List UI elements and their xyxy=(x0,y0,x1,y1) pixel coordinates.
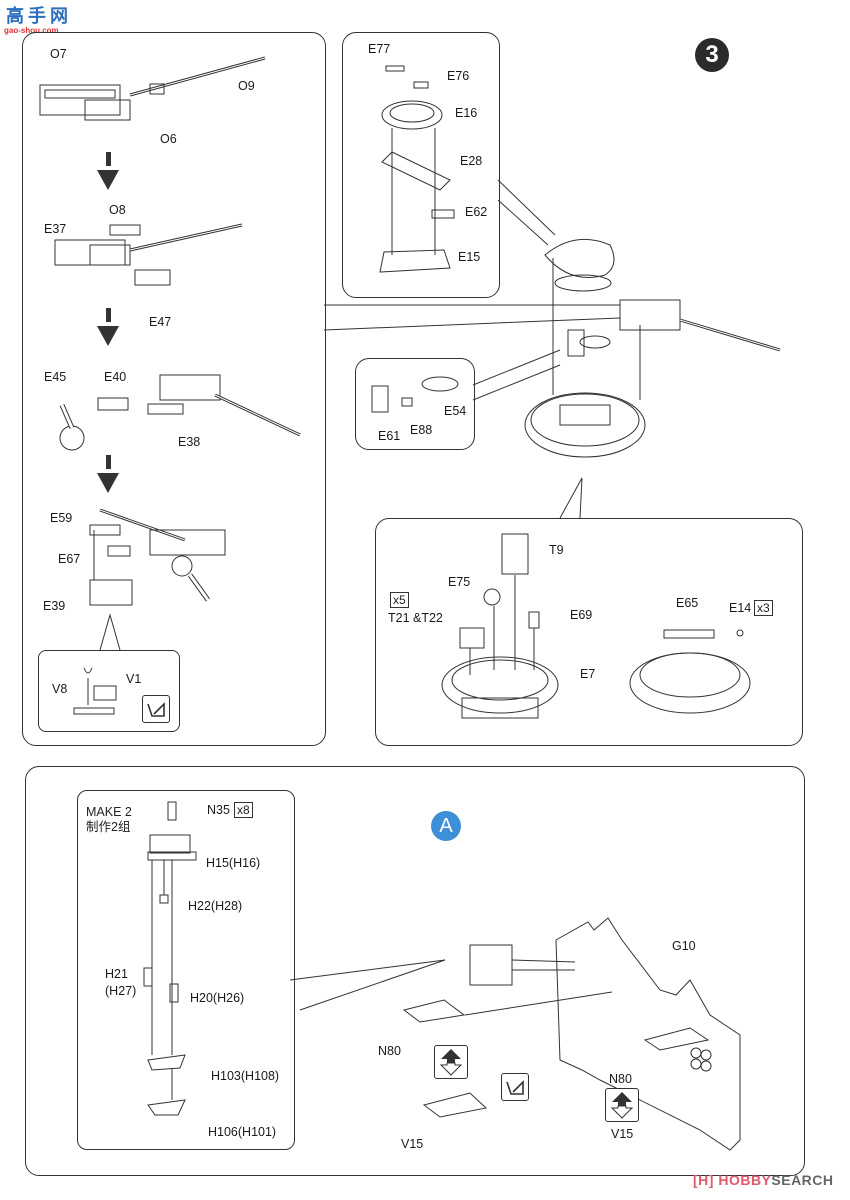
part-label: E54 xyxy=(444,404,467,418)
left-gun-assembly-panel xyxy=(22,32,326,746)
part-label: (H27) xyxy=(105,984,137,998)
part-label: G10 xyxy=(672,939,696,953)
part-label: N35 xyxy=(207,803,230,817)
part-label: E7 xyxy=(580,667,596,681)
make-note-cn: 制作2组 xyxy=(86,820,131,834)
callout-line xyxy=(323,317,621,331)
part-label: V8 xyxy=(52,682,68,696)
part-label: E69 xyxy=(570,608,593,622)
part-label: E67 xyxy=(58,552,81,566)
hatch-assembly-panel xyxy=(342,32,500,298)
part-label: E45 xyxy=(44,370,67,384)
part-label: V15 xyxy=(611,1127,634,1141)
callout-line xyxy=(497,179,556,236)
part-label: E14 xyxy=(729,601,752,615)
part-label: E15 xyxy=(458,250,481,264)
callout-line xyxy=(99,613,121,651)
part-label: E16 xyxy=(455,106,478,120)
hatch-parts xyxy=(379,65,455,273)
flip-part-icon xyxy=(434,1045,468,1079)
part-label: E39 xyxy=(43,599,66,613)
step-number-badge: 3 xyxy=(695,38,729,72)
cut-remove-icon xyxy=(142,695,170,723)
part-label: O8 xyxy=(109,203,126,217)
part-label: N80 xyxy=(609,1072,632,1086)
hull-side-part xyxy=(402,917,741,1151)
hobbysearch-brand-a: HOBBY xyxy=(718,1172,772,1188)
part-label: H103(H108) xyxy=(211,1069,280,1083)
part-label: O9 xyxy=(238,79,255,93)
part-label: H21 xyxy=(105,967,128,981)
part-label: V15 xyxy=(401,1137,424,1151)
turret-assembly xyxy=(524,238,781,458)
part-label: E76 xyxy=(447,69,470,83)
quantity-badge: x8 xyxy=(234,802,253,818)
part-label: E28 xyxy=(460,154,483,168)
part-label: E59 xyxy=(50,511,73,525)
part-label: H15(H16) xyxy=(206,856,261,870)
watermark-url: gao-shou.com xyxy=(4,26,59,35)
hobbysearch-brand-b: SEARCH xyxy=(771,1172,834,1188)
part-label: E37 xyxy=(44,222,67,236)
mount-assembly-panel xyxy=(355,358,475,450)
hobbysearch-mark: [H] xyxy=(693,1172,714,1188)
gun-assembly-part-3 xyxy=(59,374,301,451)
part-label: T21 &T22 xyxy=(388,611,443,625)
gun-receiver-part-2 xyxy=(54,223,243,286)
part-label: H20(H26) xyxy=(190,991,245,1005)
gun-assembly-part-4 xyxy=(89,508,226,606)
callout-line xyxy=(472,349,561,386)
callout-line xyxy=(289,959,446,1011)
part-label: E75 xyxy=(448,575,471,589)
step-arrows xyxy=(97,152,119,493)
part-label: T9 xyxy=(549,543,564,557)
part-label: E40 xyxy=(104,370,127,384)
ring-assembly-panel xyxy=(375,518,803,746)
step-down-arrow xyxy=(97,170,119,190)
step-down-arrow xyxy=(97,473,119,493)
quantity-badge: x3 xyxy=(754,600,773,616)
part-label: E38 xyxy=(178,435,201,449)
make-quantity-note: MAKE 2 制作2组 xyxy=(86,805,132,835)
part-label: H22(H28) xyxy=(188,899,243,913)
part-label: E65 xyxy=(676,596,699,610)
part-label: O7 xyxy=(50,47,67,61)
gun-receiver-part xyxy=(39,56,266,121)
part-label: E77 xyxy=(368,42,391,56)
make-note-en: MAKE 2 xyxy=(86,805,132,819)
part-label: O6 xyxy=(160,132,177,146)
make-two-parts xyxy=(143,801,197,1116)
part-label: E88 xyxy=(410,423,433,437)
callout-line xyxy=(497,199,549,246)
ring-parts xyxy=(441,533,751,719)
quantity-badge: x5 xyxy=(390,592,409,608)
mount-parts xyxy=(371,376,459,413)
photo-etch-parts xyxy=(73,667,117,715)
hobbysearch-watermark: [H] HOBBYSEARCH xyxy=(693,1172,834,1188)
callout-line xyxy=(559,477,583,519)
site-watermark-logo: 高手网 gao-shou.com xyxy=(0,0,100,35)
part-label: N80 xyxy=(378,1044,401,1058)
callout-line xyxy=(472,364,561,401)
cut-remove-icon xyxy=(501,1073,529,1101)
watermark-cn: 高手网 xyxy=(6,6,72,26)
step-down-arrow xyxy=(97,326,119,346)
part-label: V1 xyxy=(126,672,142,686)
flip-part-icon xyxy=(605,1088,639,1122)
part-label: H106(H101) xyxy=(208,1125,277,1139)
sub-assembly-marker: A xyxy=(431,811,461,841)
part-label: E61 xyxy=(378,429,401,443)
make-two-inset-panel xyxy=(77,790,295,1150)
part-label: E47 xyxy=(149,315,172,329)
part-label: E62 xyxy=(465,205,488,219)
